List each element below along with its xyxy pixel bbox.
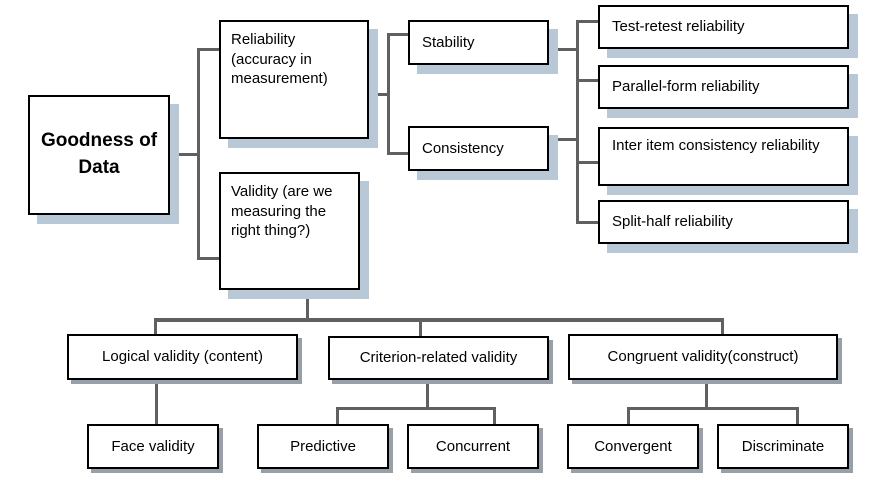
connector-consistency-out xyxy=(549,138,579,141)
node-convergent: Convergent xyxy=(567,424,699,469)
connector-to-parallel-form xyxy=(576,79,598,82)
connector-to-logical-validity xyxy=(154,318,157,334)
connector-trunk-to-reliability xyxy=(197,48,219,51)
connector-branch-trunk xyxy=(197,48,200,260)
connector-congruent-down xyxy=(705,380,708,410)
connector-trunk-to-consistency xyxy=(387,152,408,155)
connector-criterion-down xyxy=(426,380,429,410)
connector-to-criterion-validity xyxy=(419,318,422,336)
node-parallel-form-reliability: Parallel-form reliability xyxy=(598,65,849,109)
node-inter-item-consistency-reliability: Inter item consistency reliability xyxy=(598,127,849,186)
connector-validity-rail xyxy=(154,318,724,322)
connector-to-inter-item xyxy=(576,161,598,164)
connector-root-to-branch-trunk xyxy=(170,153,200,156)
node-logical-validity: Logical validity (content) xyxy=(67,334,298,380)
node-validity: Validity (are we measuring the right thi… xyxy=(219,172,360,290)
connector-logical-to-face xyxy=(155,380,158,424)
node-congruent-validity: Congruent validity(construct) xyxy=(568,334,838,380)
node-criterion-related-validity: Criterion-related validity xyxy=(328,336,549,380)
node-concurrent: Concurrent xyxy=(407,424,539,469)
connector-right-trunk xyxy=(576,20,579,224)
connector-to-discriminate xyxy=(796,407,799,424)
connector-to-concurrent xyxy=(493,407,496,424)
connector-validity-down xyxy=(306,290,309,320)
connector-criterion-rail xyxy=(336,407,496,410)
connector-to-split-half xyxy=(576,221,598,224)
node-reliability: Reliability (accuracy in measurement) xyxy=(219,20,369,139)
connector-stability-out xyxy=(549,48,579,51)
node-goodness-of-data: Goodness of Data xyxy=(28,95,170,215)
connector-trunk-to-validity xyxy=(197,257,219,260)
connector-reliability-trunk xyxy=(387,33,390,155)
connector-congruent-rail xyxy=(627,407,799,410)
node-consistency: Consistency xyxy=(408,126,549,171)
node-stability: Stability xyxy=(408,20,549,65)
node-test-retest-reliability: Test-retest reliability xyxy=(598,5,849,49)
node-discriminate: Discriminate xyxy=(717,424,849,469)
connector-to-predictive xyxy=(336,407,339,424)
connector-to-congruent-validity xyxy=(721,318,724,334)
connector-trunk-to-stability xyxy=(387,33,408,36)
connector-to-test-retest xyxy=(576,20,598,23)
connector-to-convergent xyxy=(627,407,630,424)
node-split-half-reliability: Split-half reliability xyxy=(598,200,849,244)
connector-reliability-out xyxy=(369,93,390,96)
node-face-validity: Face validity xyxy=(87,424,219,469)
node-predictive: Predictive xyxy=(257,424,389,469)
